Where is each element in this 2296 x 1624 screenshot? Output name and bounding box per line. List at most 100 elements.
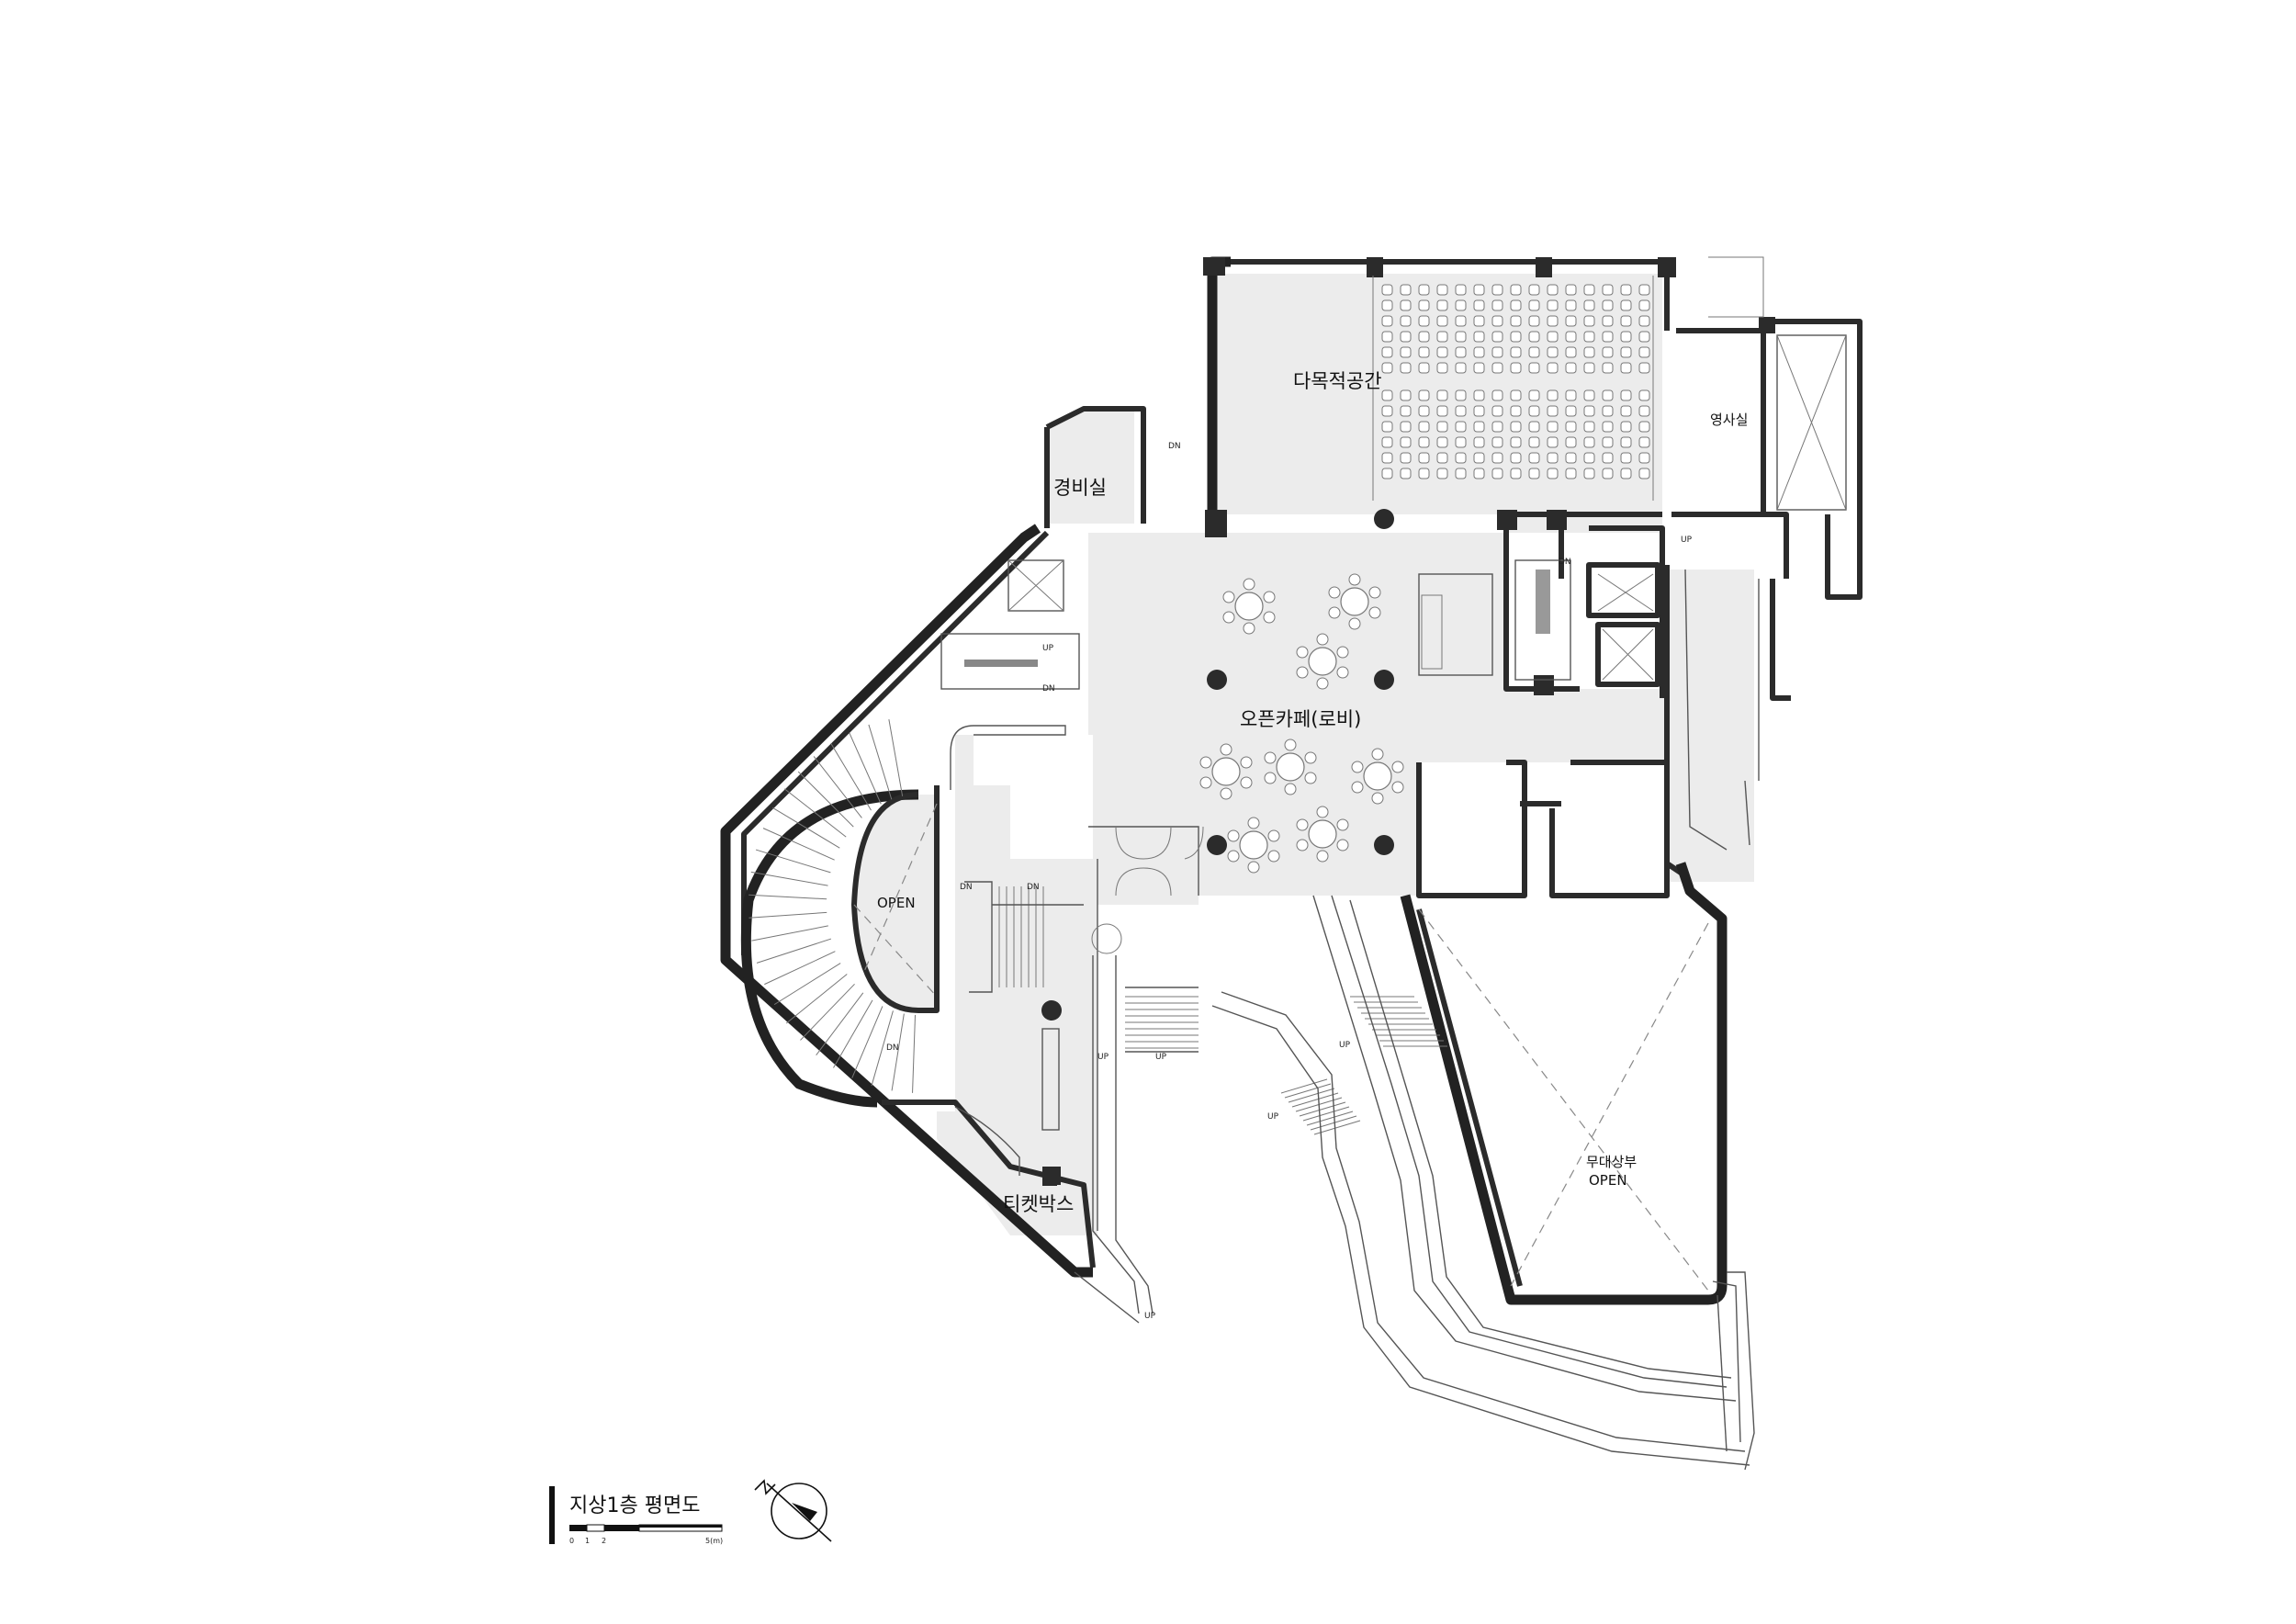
cafe-chair	[1267, 829, 1280, 842]
marker-dn: DN	[1559, 558, 1571, 567]
cafe-chair	[1264, 751, 1277, 764]
seat	[1583, 362, 1595, 374]
cafe-chair	[1220, 787, 1232, 800]
seat	[1528, 331, 1540, 343]
seat	[1510, 405, 1522, 417]
seat	[1620, 405, 1632, 417]
seat	[1620, 299, 1632, 311]
seat	[1381, 389, 1393, 401]
cafe-chair	[1264, 772, 1277, 784]
seat	[1418, 405, 1430, 417]
room-labels: 다목적공간 영사실 경비실 오픈카페(로비) OPEN 무대상부 OPEN 티켓…	[877, 370, 1748, 1215]
seat	[1473, 468, 1485, 479]
seat	[1381, 421, 1393, 433]
cafe-chair	[1296, 839, 1309, 851]
seat	[1638, 436, 1650, 448]
seat	[1638, 284, 1650, 296]
cafe-chair	[1351, 781, 1364, 794]
seat	[1602, 315, 1614, 327]
seat	[1418, 315, 1430, 327]
seat	[1547, 299, 1559, 311]
seat	[1528, 436, 1540, 448]
label-open: OPEN	[877, 895, 916, 911]
cafe-chair	[1371, 792, 1384, 805]
seat	[1455, 468, 1467, 479]
seat	[1602, 405, 1614, 417]
seat	[1510, 284, 1522, 296]
seat	[1455, 315, 1467, 327]
seat	[1547, 468, 1559, 479]
seat	[1491, 346, 1503, 358]
seat	[1547, 331, 1559, 343]
spiral-stair	[748, 719, 917, 1093]
cafe-chair	[1336, 839, 1349, 851]
seat	[1510, 331, 1522, 343]
seat	[1436, 405, 1448, 417]
seat	[1620, 331, 1632, 343]
cafe-chair	[1263, 611, 1276, 624]
cafe-chair	[1247, 861, 1260, 874]
label-multipurpose: 다목적공간	[1293, 370, 1382, 392]
label-ticket: 티켓박스	[1003, 1193, 1074, 1215]
seat	[1381, 346, 1393, 358]
cafe-chair	[1304, 772, 1317, 784]
seat	[1455, 421, 1467, 433]
seat	[1491, 389, 1503, 401]
cafe-chair	[1240, 776, 1253, 789]
seat	[1418, 421, 1430, 433]
seat	[1400, 346, 1412, 358]
cafe-chair	[1336, 666, 1349, 679]
seat	[1528, 346, 1540, 358]
seat	[1381, 452, 1393, 464]
seat	[1620, 346, 1632, 358]
seat	[1400, 468, 1412, 479]
seat	[1455, 331, 1467, 343]
seat	[1602, 299, 1614, 311]
seat	[1565, 331, 1577, 343]
seat	[1565, 284, 1577, 296]
seat	[1528, 315, 1540, 327]
seat	[1602, 346, 1614, 358]
seat	[1620, 452, 1632, 464]
seat	[1583, 346, 1595, 358]
seat	[1547, 284, 1559, 296]
marker-dn: DN	[960, 883, 973, 892]
marker-dn: DN	[1027, 883, 1040, 892]
seat	[1638, 362, 1650, 374]
seat	[1602, 421, 1614, 433]
seat	[1491, 284, 1503, 296]
seat	[1620, 421, 1632, 433]
seat	[1510, 389, 1522, 401]
cafe-chair	[1328, 606, 1341, 619]
cafe-tables	[1199, 573, 1404, 874]
label-stage-open: OPEN	[1589, 1172, 1627, 1189]
seat	[1455, 362, 1467, 374]
seat	[1418, 468, 1430, 479]
seat	[1491, 405, 1503, 417]
seat	[1583, 389, 1595, 401]
seat	[1602, 468, 1614, 479]
seat	[1436, 315, 1448, 327]
cafe-chair	[1263, 591, 1276, 603]
seat	[1638, 452, 1650, 464]
seat	[1381, 436, 1393, 448]
scale-2: 2	[602, 1537, 606, 1545]
drawing-title-block: 지상1층 평면도 0 1 2 5(m)	[549, 1479, 832, 1545]
seat	[1547, 436, 1559, 448]
seat	[1547, 405, 1559, 417]
seat	[1583, 405, 1595, 417]
cafe-chair	[1348, 573, 1361, 586]
cafe-chair	[1304, 751, 1317, 764]
cafe-table	[1276, 752, 1305, 782]
seat	[1400, 452, 1412, 464]
seat	[1510, 362, 1522, 374]
floor-fill	[854, 274, 1754, 1235]
seat	[1473, 389, 1485, 401]
cafe-chair	[1336, 646, 1349, 659]
seat	[1565, 452, 1577, 464]
drawing-title: 지상1층 평면도	[569, 1494, 700, 1517]
seat	[1400, 331, 1412, 343]
cafe-chair	[1240, 756, 1253, 769]
seat	[1436, 436, 1448, 448]
